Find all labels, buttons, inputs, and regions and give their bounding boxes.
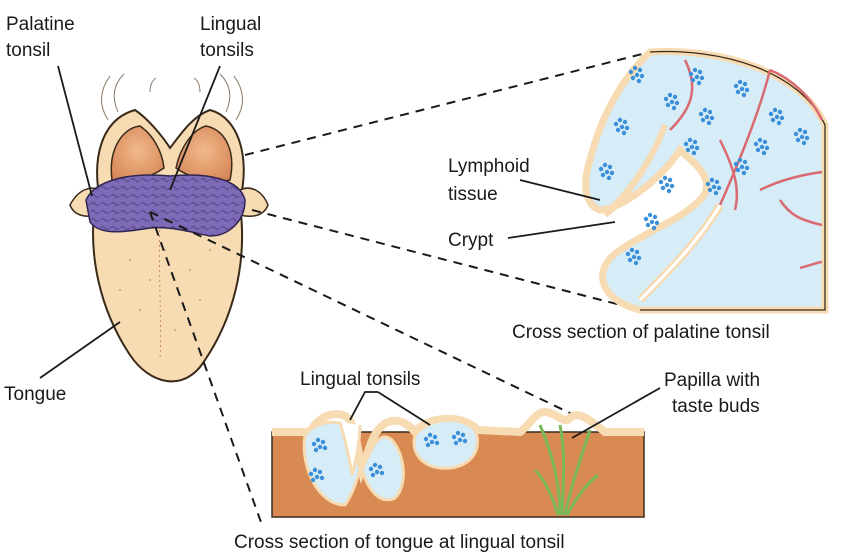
tongue-body [92,204,244,383]
label-lymphoid-2: tissue [448,184,498,205]
caption-palatine-cross-section: Cross section of palatine tonsil [512,322,770,343]
caption-lingual-cross-section: Cross section of tongue at lingual tonsi… [234,532,565,553]
label-tongue: Tongue [4,384,66,405]
lingual-follicle-right [412,418,480,470]
label-lingual-tonsils-1: Lingual [200,14,261,35]
palatine-cross-section [507,48,829,314]
lingual-cross-section [271,387,661,518]
label-palatine-tonsil-2: tonsil [6,40,50,61]
label-papilla-2: taste buds [672,396,760,417]
label-lingual-tonsils-2: tonsils [200,40,254,61]
blood-vessels [669,59,824,270]
label-lymphoid-1: Lymphoid [448,156,530,177]
lymphoid-nodules [598,65,810,266]
label-lingual-tonsils-bottom: Lingual tonsils [300,369,420,390]
leader-lines-left [39,65,221,379]
tongue-midline [158,219,162,361]
label-papilla-1: Papilla with [664,370,760,391]
palatine-section-bg [582,48,829,314]
tongue-illustration [69,73,269,383]
label-crypt: Crypt [448,230,494,251]
tongue-texture [119,249,211,331]
crypt-cleft [602,123,668,218]
dashed-connectors [149,51,651,526]
papilla-taste-buds [533,424,599,516]
label-palatine-tonsil-1: Palatine [6,14,75,35]
wiggle-lines [101,73,243,121]
